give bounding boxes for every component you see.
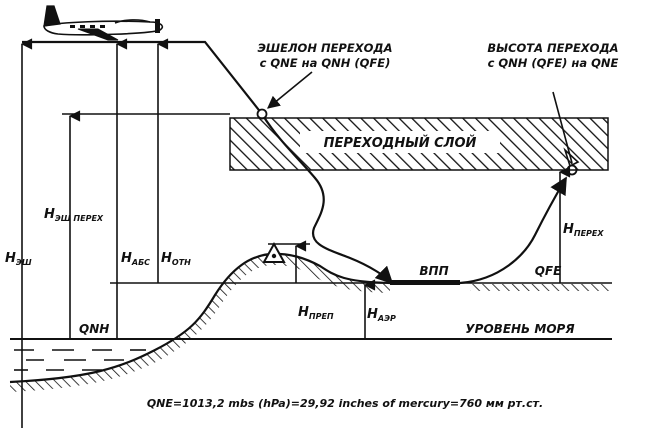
runway-label: ВПП: [419, 264, 448, 278]
h-esh-label: HЭШ: [5, 251, 32, 267]
transition-level-point: [256, 108, 268, 120]
qnh-label: QNH: [79, 322, 109, 336]
aircraft-icon: [43, 5, 164, 41]
transition-layer-label: ПЕРЕХОДНЫЙ СЛОЙ: [324, 135, 477, 151]
transition-level-subtitle: с QNE на QNH (QFE): [260, 56, 391, 70]
sea-surface: [14, 349, 146, 371]
sea-level-label: УРОВЕНЬ МОРЯ: [465, 322, 574, 336]
h-abs-label: HАБС: [121, 251, 150, 267]
footer-qne-note: QNE=1013,2 mbs (hPa)=29,92 inches of mer…: [147, 397, 543, 410]
h-prep-label: HПРЕП: [298, 305, 334, 321]
obstacle-icon: [262, 241, 286, 263]
runway: [390, 280, 460, 285]
airfield-ground-hatch: [470, 284, 610, 291]
height-arrows: [20, 38, 571, 428]
terrain: [9, 252, 391, 392]
h-perekh-label: HПЕРЕХ: [563, 222, 604, 238]
transition-altitude-subtitle: с QNH (QFE) на QNE: [488, 56, 619, 70]
h-aer-label: HАЭР: [367, 307, 396, 323]
h-otn-label: HОТН: [161, 251, 191, 267]
transition-level-title: ЭШЕЛОН ПЕРЕХОДА: [257, 41, 392, 55]
h-esh-perekh-label: HЭШ ПЕРЕХ: [44, 207, 104, 223]
transition-altitude-title: ВЫСОТА ПЕРЕХОДА: [487, 41, 618, 55]
qfe-label: QFE: [535, 264, 562, 278]
